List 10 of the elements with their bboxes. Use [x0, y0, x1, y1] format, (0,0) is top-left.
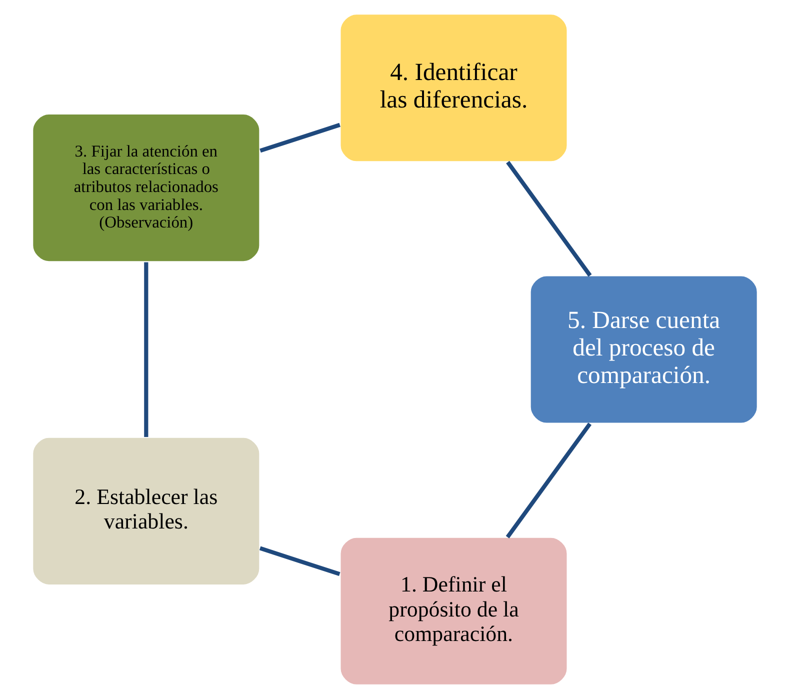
node-box: 4. Identificar las diferencias.: [339, 13, 568, 162]
node-box: 3. Fijar la atención en las características o atributos relacionados con las variables. (Observación): [32, 113, 261, 262]
connector: [259, 546, 340, 576]
node-box: 5. Darse cuenta del proceso de comparación.: [529, 274, 758, 424]
connector: [506, 160, 592, 277]
connector: [260, 122, 340, 153]
node-box: 2. Establecer las variables.: [32, 436, 261, 586]
connector: [506, 422, 592, 538]
node-box: 1. Definir el propósito de la comparación.: [339, 536, 568, 686]
connector: [144, 262, 148, 438]
